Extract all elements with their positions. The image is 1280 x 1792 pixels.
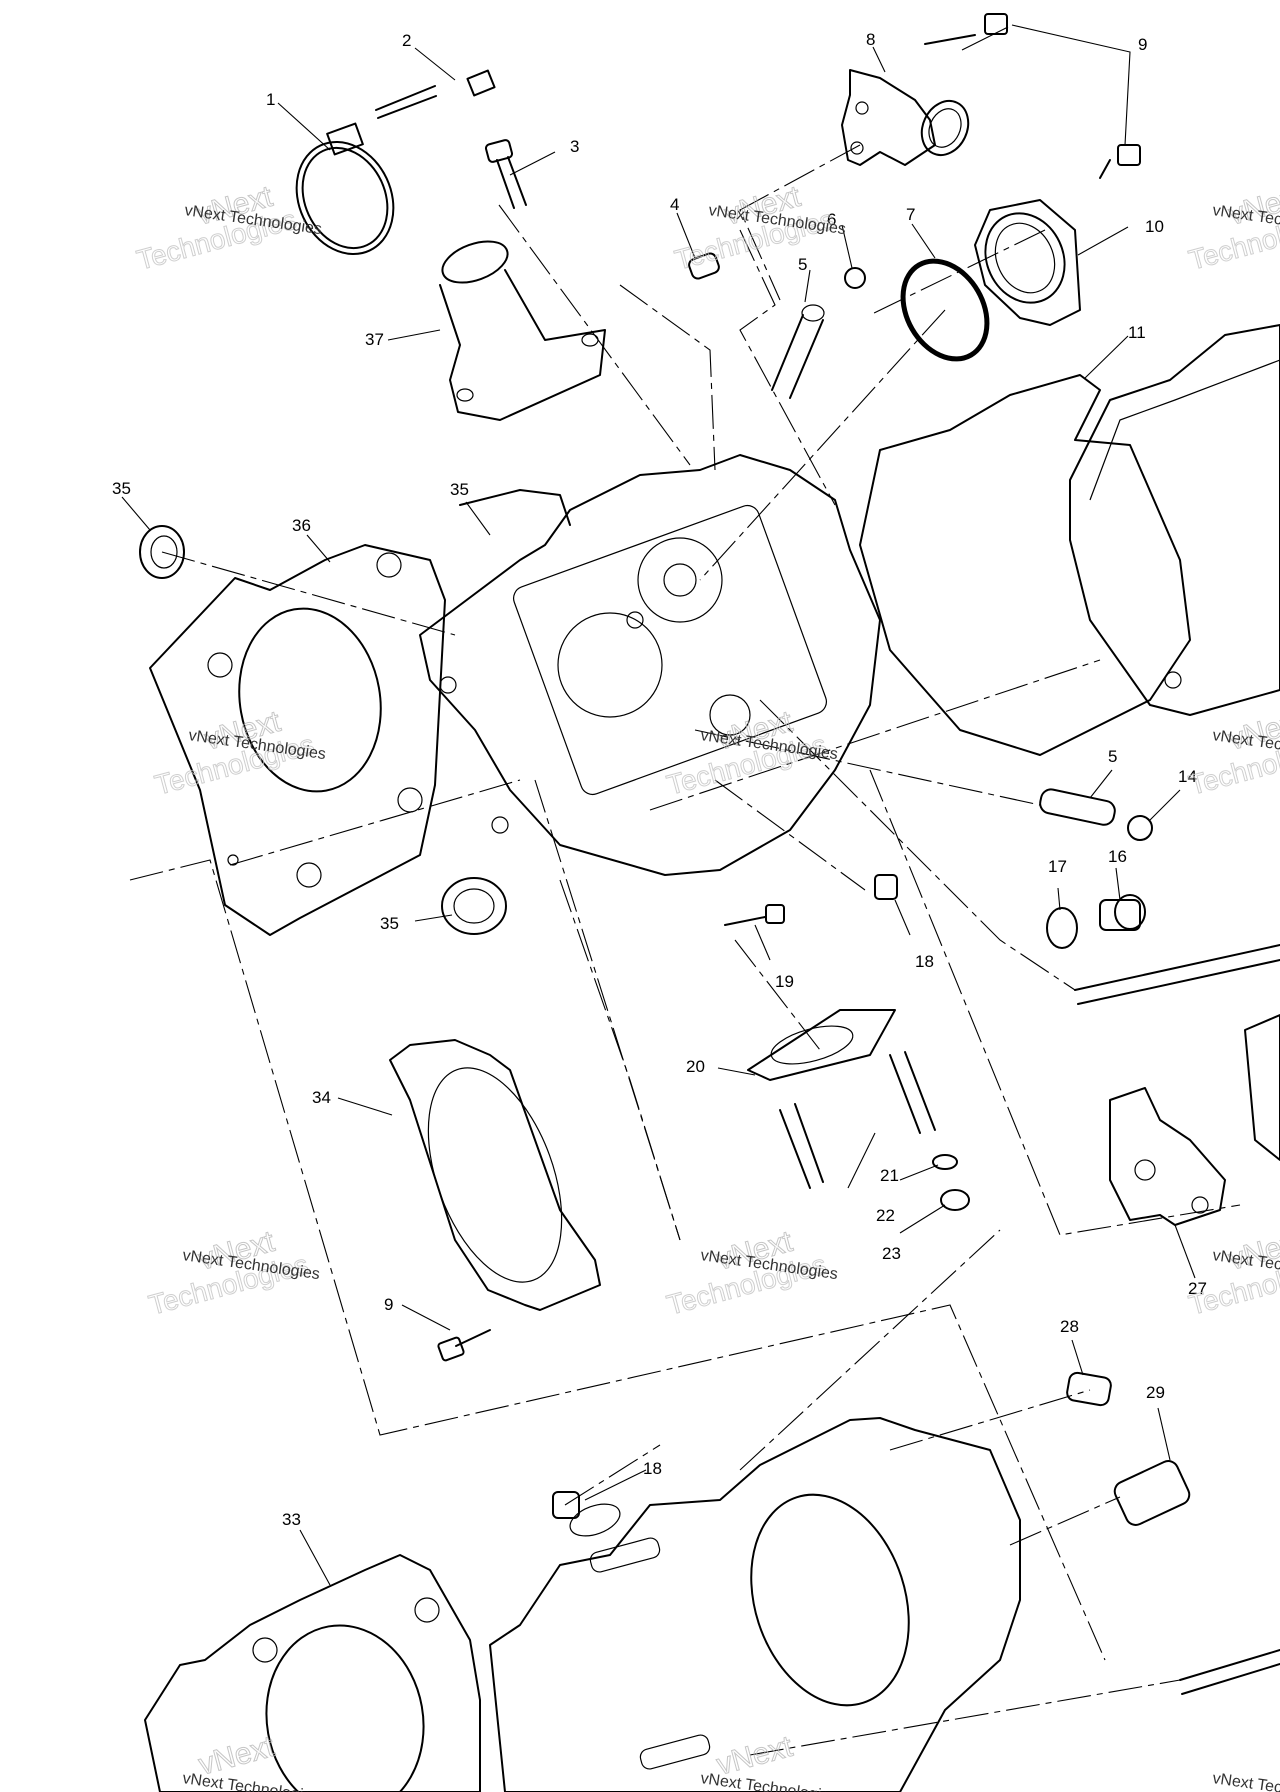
callout-11: 11 — [1128, 323, 1146, 342]
valve-cover-gasket-part — [859, 374, 1191, 756]
watermark-low-center: vNext Technologies vNext Technologies — [663, 1224, 839, 1321]
fitting-part-29 — [1113, 1460, 1191, 1526]
bolt-part-9a — [924, 13, 1008, 45]
callout-4: 4 — [670, 195, 679, 214]
seal-inner-35b — [453, 888, 495, 924]
callout-8: 8 — [866, 30, 875, 49]
watermark-mid-center: vNext Technologies vNext Technologies — [663, 704, 839, 801]
watermark-top-center: vNext Technologies vNext Technologies — [671, 179, 847, 276]
callout-33: 33 — [282, 1510, 301, 1529]
exhaust-gasket-part — [747, 1009, 896, 1081]
assembly-guide-lines — [129, 144, 1241, 1756]
callout-5-b: 5 — [1108, 747, 1117, 766]
callout-27: 27 — [1188, 1279, 1207, 1298]
callout-1: 1 — [266, 90, 275, 109]
plug-part-16 — [1099, 894, 1146, 931]
callout-18-b: 18 — [643, 1459, 662, 1478]
lower-stud-part — [1179, 1649, 1280, 1695]
watermark-low-left: vNext Technologies vNext Technologies — [145, 1224, 321, 1321]
callout-10: 10 — [1145, 217, 1164, 236]
callout-20: 20 — [686, 1057, 705, 1076]
callout-34: 34 — [312, 1088, 331, 1107]
callout-28: 28 — [1060, 1317, 1079, 1336]
watermark-mid-left: vNext Technologies vNext Technologies — [151, 704, 327, 801]
bolt-part-19 — [724, 904, 785, 926]
callout-7: 7 — [906, 205, 915, 224]
o-ring-part — [900, 258, 990, 362]
callout-23: 23 — [882, 1244, 901, 1263]
leader-lines — [121, 24, 1196, 1586]
washer-part-17 — [1046, 907, 1078, 949]
callout-35-a: 35 — [112, 479, 131, 498]
bolt-part-9b — [1099, 144, 1141, 179]
watermark-bottom-right: vNext Technologies — [1211, 1770, 1280, 1792]
nut-part-23 — [940, 1189, 970, 1211]
dowel-part-4 — [688, 252, 720, 280]
valve-guide-part-right — [1039, 788, 1116, 826]
callout-17: 17 — [1048, 857, 1067, 876]
callout-9: 9 — [1138, 35, 1147, 54]
water-outlet-part — [841, 69, 970, 166]
stud-part-right — [889, 1051, 936, 1134]
callout-37: 37 — [365, 330, 384, 349]
base-gasket-part — [144, 1554, 481, 1792]
callout-6: 6 — [827, 210, 836, 229]
dowel-part-28 — [1066, 1371, 1112, 1407]
part-drawings — [139, 13, 1280, 1792]
valve-guide-part — [771, 304, 825, 399]
right-edge-part — [1244, 1014, 1280, 1161]
callout-3: 3 — [570, 137, 579, 156]
watermark-bottom-center: vNext vNext Technologies — [699, 1729, 838, 1792]
callout-35-b: 35 — [450, 480, 469, 499]
callout-16: 16 — [1108, 847, 1127, 866]
seal-part-35a — [139, 525, 185, 579]
bolt-part-9c — [437, 1329, 491, 1362]
long-stud-part — [1074, 944, 1280, 1005]
callout-29: 29 — [1146, 1383, 1165, 1402]
stud-part-left — [779, 1103, 824, 1189]
callout-35-c: 35 — [380, 914, 399, 933]
nut-part-14 — [1127, 815, 1153, 841]
dowel-part-18b — [552, 1491, 580, 1519]
callout-22: 22 — [876, 1206, 895, 1225]
cylinder-head-part — [419, 454, 881, 876]
watermark-low-right: vNext Technologies vNext Technologies — [1185, 1224, 1280, 1321]
side-cover-part — [389, 1039, 601, 1311]
callout-21: 21 — [880, 1166, 899, 1185]
callout-18: 18 — [915, 952, 934, 971]
callout-19: 19 — [775, 972, 794, 991]
lock-washer-part — [932, 1154, 958, 1170]
nut-part-6 — [844, 267, 866, 289]
cylinder-block-part — [489, 1417, 1021, 1792]
valve-cover-part — [1069, 324, 1280, 716]
seal-part-35b — [441, 877, 507, 935]
callout-2: 2 — [402, 31, 411, 50]
bolt-part-3 — [484, 139, 527, 209]
watermark-text: vNext Technologies — [1211, 1770, 1280, 1792]
thermostat-housing-part — [974, 199, 1081, 326]
callout-14: 14 — [1178, 767, 1197, 786]
watermark-text: vNext Technologies — [699, 1770, 838, 1792]
dowel-part-18 — [874, 874, 898, 900]
callout-5: 5 — [798, 255, 807, 274]
bracket-part — [1109, 1087, 1226, 1226]
watermark-top-right: vNext Technologies vNext Technologies — [1185, 179, 1280, 276]
callout-9-b: 9 — [384, 1295, 393, 1314]
watermark-mid-right: vNext Technologies vNext Technologies — [1185, 704, 1280, 801]
callout-36: 36 — [292, 516, 311, 535]
watermark-bottom-left: vNext vNext Technologies — [181, 1729, 320, 1792]
clamp-part — [295, 122, 395, 256]
intake-manifold-part — [439, 240, 606, 421]
watermark-top-left: vNext Technologies vNext Technologies — [133, 179, 323, 276]
bolt-part-2 — [375, 69, 496, 119]
callout-labels: 1 2 3 4 5 6 7 8 9 10 11 35 36 37 35 5 14… — [112, 30, 1207, 1529]
watermark-text: vNext Technologies — [181, 1770, 320, 1792]
seal-inner-35a — [150, 535, 178, 569]
